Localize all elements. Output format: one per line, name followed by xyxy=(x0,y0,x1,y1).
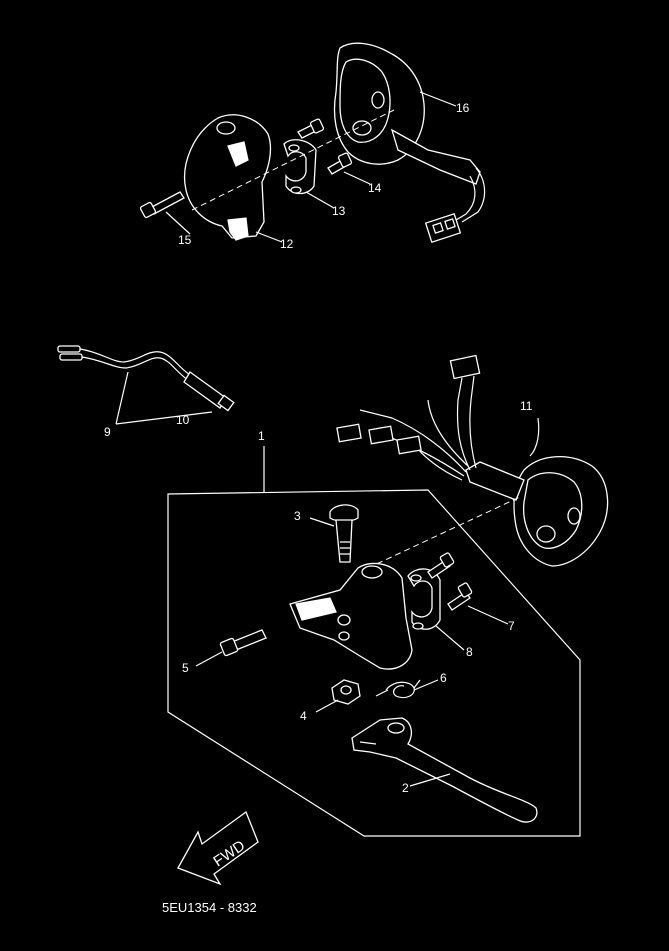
part-2-lever: 2 xyxy=(351,717,538,823)
callout-3: 3 xyxy=(294,509,301,523)
part-8-clamp: 8 xyxy=(407,568,473,659)
callout-7: 7 xyxy=(508,619,515,633)
lower-assembly: 1 11 3 xyxy=(167,354,609,837)
callout-5: 5 xyxy=(182,661,189,675)
callout-9: 9 xyxy=(104,425,111,439)
part-7-screws: 7 xyxy=(427,552,515,633)
callout-15: 15 xyxy=(178,233,192,247)
part-code: 5EU1354 - 8332 xyxy=(162,900,257,915)
fwd-arrow-icon: FWD xyxy=(177,810,259,886)
callout-12: 12 xyxy=(280,237,294,251)
upper-assembly: 16 14 13 15 12 xyxy=(139,42,486,251)
part-4-nut: 4 xyxy=(300,679,361,723)
callout-8: 8 xyxy=(466,645,473,659)
callout-16: 16 xyxy=(456,101,470,115)
part-11-handlebar-switch: 11 xyxy=(336,354,609,567)
callout-2: 2 xyxy=(402,781,409,795)
callout-14: 14 xyxy=(368,181,382,195)
callout-13: 13 xyxy=(332,204,346,218)
part-5-bolt: 5 xyxy=(182,629,267,675)
brake-switch-wire: 9 10 xyxy=(57,345,235,439)
part-12-housing-half xyxy=(184,114,272,241)
callout-4: 4 xyxy=(300,709,307,723)
callout-6: 6 xyxy=(440,671,447,685)
callout-1: 1 xyxy=(258,429,265,443)
part-3-pivot-bolt: 3 xyxy=(294,504,359,563)
part-6-spring: 6 xyxy=(375,671,447,699)
callout-10: 10 xyxy=(176,413,190,427)
part-16-switch-housing xyxy=(333,42,486,243)
part-14-screws xyxy=(297,118,353,175)
part-13-clamp xyxy=(283,139,317,195)
part-15-screw xyxy=(139,191,185,219)
lever-bracket xyxy=(289,562,413,670)
callout-11: 11 xyxy=(520,399,533,413)
